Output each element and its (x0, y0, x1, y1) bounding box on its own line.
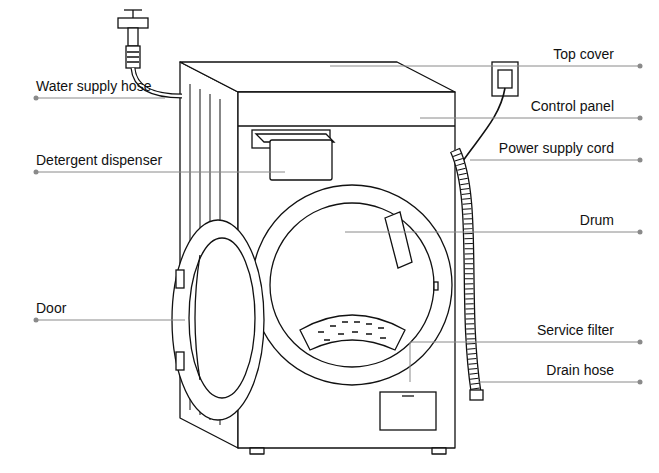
tap-spout (128, 28, 138, 46)
part-label: Detergent dispenser (36, 152, 162, 169)
part-label: Control panel (531, 98, 614, 115)
part-label: Drain hose (546, 362, 614, 379)
leader-dot (638, 64, 643, 69)
part-label: Water supply hose (36, 78, 151, 95)
drain-hose-ridges (455, 150, 476, 392)
leader-line (345, 232, 640, 233)
foot (250, 448, 264, 454)
leader-line (36, 172, 285, 173)
part-label: Door (36, 300, 66, 317)
hose-coupling (126, 46, 140, 68)
leader-dot (34, 170, 39, 175)
leader-line (420, 118, 640, 119)
leader-dot (34, 318, 39, 323)
leader-line (36, 320, 185, 321)
door-ring (172, 220, 264, 420)
drain-hose (455, 150, 476, 392)
leader-dot (34, 96, 39, 101)
control-panel-edge (238, 125, 455, 126)
power-supply-cord (458, 88, 505, 168)
leader-line (470, 160, 640, 161)
leader-line (478, 382, 640, 383)
drain-hose-end (470, 390, 483, 400)
dispenser-front (270, 140, 332, 180)
drum-bezel (252, 185, 452, 385)
door-glass (189, 238, 255, 398)
part-label: Service filter (537, 322, 614, 339)
leader-line (410, 342, 640, 382)
machine-body (180, 62, 455, 454)
door-glass-shine (195, 255, 200, 380)
leader-dots (34, 64, 643, 385)
drain-hose-inner (455, 150, 476, 392)
plug (498, 70, 512, 88)
door-latch (434, 282, 438, 290)
drum-opening (270, 203, 434, 367)
drum-perforation (318, 322, 386, 340)
filter-notch (402, 395, 414, 396)
tap-stem (132, 10, 133, 18)
door-hinge (176, 270, 184, 288)
door (172, 220, 264, 420)
leader-dot (638, 230, 643, 235)
drum-floor (300, 315, 405, 350)
drum (252, 185, 452, 385)
leader-dot (638, 380, 643, 385)
front-face (238, 92, 455, 448)
leader-line (330, 66, 640, 67)
part-label: Power supply cord (499, 140, 614, 157)
leader-line (36, 98, 165, 99)
coupling-thread (127, 52, 139, 62)
part-label: Drum (580, 212, 614, 229)
leader-dot (638, 340, 643, 345)
door-hinge (176, 352, 184, 370)
leader-dot (638, 116, 643, 121)
service-filter-cover (380, 392, 436, 430)
leader-dot (638, 158, 643, 163)
part-label: Top cover (553, 46, 614, 63)
leader-lines (36, 66, 640, 382)
tap-handle (124, 9, 142, 10)
foot (432, 448, 446, 454)
tap-body (118, 18, 148, 28)
water-tap (118, 10, 148, 68)
drum-lifter (385, 212, 412, 268)
